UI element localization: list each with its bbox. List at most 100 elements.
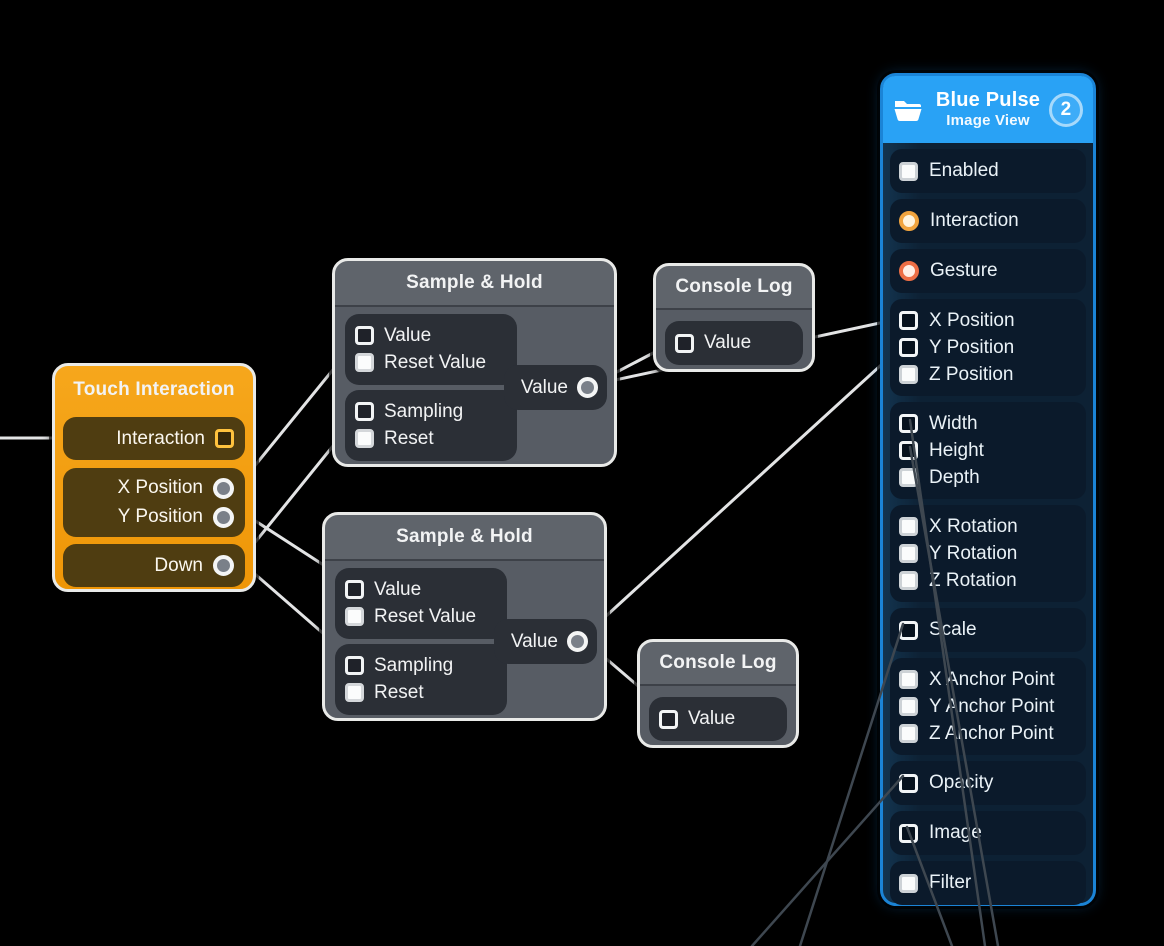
port-row-gesture[interactable]: Gesture — [890, 249, 1086, 293]
input-group-value[interactable]: Value Reset Value — [345, 314, 517, 385]
port-row-opacity[interactable]: Opacity — [890, 761, 1086, 805]
port-label: Gesture — [930, 260, 998, 281]
filled-square-port-icon[interactable] — [899, 873, 918, 893]
square-port-icon[interactable] — [899, 773, 918, 793]
port-label: Value — [520, 376, 568, 398]
output-port-value[interactable]: Value — [504, 365, 607, 410]
sample-hold-node-1[interactable]: Sample & Hold Value Reset Value Sampling… — [332, 258, 617, 467]
square-port-icon[interactable] — [899, 311, 918, 330]
square-port-icon[interactable] — [899, 620, 918, 640]
port-label: X Position — [929, 309, 1015, 331]
node-title[interactable]: Console Log — [640, 642, 796, 686]
port-label: Value — [688, 708, 736, 729]
square-port-icon[interactable] — [659, 709, 678, 729]
filled-square-port-icon[interactable] — [355, 429, 374, 448]
node-title[interactable]: Touch Interaction — [73, 379, 235, 400]
node-title: Blue Pulse — [935, 89, 1041, 112]
port-group-rotation[interactable]: X Rotation Y Rotation Z Rotation — [890, 505, 1086, 602]
filled-square-port-icon[interactable] — [899, 544, 918, 563]
filled-square-port-icon[interactable] — [899, 161, 918, 181]
square-port-icon[interactable] — [345, 656, 364, 675]
node-title[interactable]: Console Log — [656, 266, 812, 310]
port-group-size[interactable]: Width Height Depth — [890, 402, 1086, 499]
input-group-value[interactable]: Value Reset Value — [335, 568, 507, 639]
filled-square-port-icon[interactable] — [899, 468, 918, 487]
square-port-icon[interactable] — [899, 414, 918, 433]
port-label: Value — [510, 630, 558, 652]
node-title[interactable]: Sample & Hold — [335, 261, 614, 307]
console-log-node-2[interactable]: Console Log Value — [637, 639, 799, 748]
filled-square-port-icon[interactable] — [899, 517, 918, 536]
filled-square-port-icon[interactable] — [345, 683, 364, 702]
folder-icon — [894, 100, 922, 121]
amber-ring-port-icon[interactable] — [899, 211, 919, 231]
port-row-image[interactable]: Image — [890, 811, 1086, 855]
filled-square-port-icon[interactable] — [899, 670, 918, 689]
sample-hold-node-2[interactable]: Sample & Hold Value Reset Value Sampling… — [322, 512, 607, 721]
port-label: Sampling — [384, 400, 464, 422]
output-port-value[interactable]: Value — [494, 619, 597, 664]
input-group-sampling[interactable]: Sampling Reset — [335, 644, 507, 715]
port-row-scale[interactable]: Scale — [890, 608, 1086, 652]
square-port-icon[interactable] — [355, 402, 374, 421]
port-label: X Rotation — [929, 515, 1018, 537]
filled-square-port-icon[interactable] — [899, 571, 918, 590]
port-label: Reset Value — [384, 351, 487, 373]
port-label: Interaction — [116, 427, 205, 449]
port-label: Y Position — [929, 336, 1015, 358]
port-label: Value — [374, 578, 422, 600]
cable[interactable] — [580, 343, 905, 640]
blue-pulse-image-view-node[interactable]: Blue Pulse Image View 2 Enabled Interact… — [880, 73, 1096, 906]
square-port-icon[interactable] — [355, 326, 374, 345]
port-label: X Anchor Point — [929, 668, 1055, 690]
port-label: Filter — [929, 872, 972, 893]
port-label: Image — [929, 822, 982, 843]
input-row-value[interactable]: Value — [649, 697, 787, 741]
port-group-position[interactable]: X Position Y Position Z Position — [890, 299, 1086, 396]
filled-square-port-icon[interactable] — [899, 724, 918, 743]
port-label: Reset — [384, 427, 434, 449]
square-port-icon[interactable] — [899, 441, 918, 460]
port-label: Value — [384, 324, 432, 346]
filled-square-port-icon[interactable] — [355, 353, 374, 372]
ring-port-icon[interactable] — [567, 631, 588, 652]
port-label: Opacity — [929, 772, 994, 793]
port-row-down[interactable]: Down — [63, 544, 245, 587]
square-port-icon[interactable] — [899, 338, 918, 357]
node-title[interactable]: Sample & Hold — [325, 515, 604, 561]
filled-square-port-icon[interactable] — [899, 697, 918, 716]
square-port-icon[interactable] — [215, 429, 234, 448]
filled-square-port-icon[interactable] — [899, 365, 918, 384]
port-label: Down — [154, 554, 203, 576]
node-header[interactable]: Blue Pulse Image View 2 — [883, 76, 1093, 143]
port-label: Value — [704, 332, 752, 353]
touch-interaction-node[interactable]: Touch Interaction Interaction X Position… — [52, 363, 256, 592]
count-badge: 2 — [1049, 92, 1083, 127]
port-label: Z Rotation — [929, 569, 1017, 591]
square-port-icon[interactable] — [675, 333, 694, 353]
filled-square-port-icon[interactable] — [345, 607, 364, 626]
port-row-enabled[interactable]: Enabled — [890, 149, 1086, 193]
ring-port-icon[interactable] — [213, 506, 234, 528]
port-group-anchor-point[interactable]: X Anchor Point Y Anchor Point Z Anchor P… — [890, 658, 1086, 755]
square-port-icon[interactable] — [345, 580, 364, 599]
port-label: Scale — [929, 619, 977, 640]
ring-port-icon[interactable] — [213, 555, 234, 576]
port-label: Sampling — [374, 654, 454, 676]
port-label: X Position — [117, 477, 203, 498]
square-port-icon[interactable] — [899, 823, 918, 843]
port-label: Reset — [374, 681, 424, 703]
port-group-position[interactable]: X Position Y Position — [63, 468, 245, 537]
ring-port-icon[interactable] — [577, 377, 598, 398]
console-log-node-1[interactable]: Console Log Value — [653, 263, 815, 372]
input-row-value[interactable]: Value — [665, 321, 803, 365]
port-row-interaction[interactable]: Interaction — [63, 417, 245, 460]
ring-port-icon[interactable] — [213, 477, 234, 499]
node-subtitle: Image View — [946, 112, 1030, 130]
port-label: Enabled — [929, 160, 999, 181]
red-ring-port-icon[interactable] — [899, 261, 919, 281]
port-row-filter[interactable]: Filter — [890, 861, 1086, 905]
port-row-interaction[interactable]: Interaction — [890, 199, 1086, 243]
input-group-sampling[interactable]: Sampling Reset — [345, 390, 517, 461]
